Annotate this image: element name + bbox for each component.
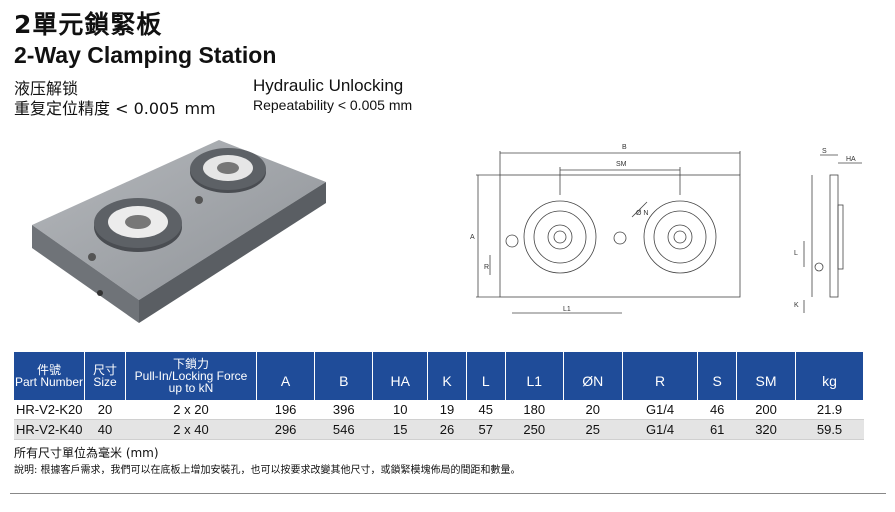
- dim-label-sm: SM: [616, 161, 627, 168]
- dim-label-l: L: [794, 250, 798, 257]
- header-a: A: [256, 352, 316, 400]
- header-en: up to kN: [168, 381, 214, 395]
- table-row: HR-V2-K20 20 2 x 20 196 396 10 19 45 180…: [14, 400, 864, 420]
- dim-label-s: S: [822, 148, 827, 155]
- dim-label-a: A: [470, 234, 475, 241]
- header-zh: 下鎖力: [172, 357, 209, 371]
- table-cell: 20: [563, 400, 623, 420]
- feature-repeatability-zh: 重复定位精度 < 0.005 mm: [14, 99, 216, 118]
- table-cell: 2 x 40: [125, 419, 257, 440]
- divider: [10, 493, 886, 494]
- header-zh: 尺寸: [92, 363, 117, 377]
- table-cell: G1/4: [622, 419, 698, 440]
- table-cell: 200: [736, 400, 796, 420]
- header-b: B: [314, 352, 374, 400]
- header-kg: kg: [795, 352, 864, 400]
- feature-repeatability-en: Repeatability < 0.005 mm: [253, 97, 413, 113]
- table-cell: 40: [84, 419, 126, 440]
- header-on: ØN: [563, 352, 623, 400]
- dim-label-r: R: [484, 264, 489, 271]
- header-ha: HA: [372, 352, 429, 400]
- table-cell: 45: [466, 400, 506, 420]
- header-en: Size: [93, 375, 117, 389]
- table-cell: 10: [372, 400, 428, 420]
- units-note: 所有尺寸單位為毫米 (mm): [14, 446, 159, 460]
- table-cell: 26: [427, 419, 467, 440]
- dim-label-b: B: [622, 144, 627, 151]
- table-cell: 2 x 20: [125, 400, 257, 420]
- table-cell: 25: [563, 419, 623, 440]
- dim-label-on: Ø N: [636, 210, 648, 217]
- table-cell: 46: [697, 400, 737, 420]
- header-en: Part Number: [14, 375, 84, 389]
- dim-label-ha: HA: [846, 156, 856, 163]
- table-cell: 19: [427, 400, 467, 420]
- header-sm: SM: [736, 352, 797, 400]
- header-l1: L1: [505, 352, 564, 400]
- description-note: 說明: 根據客戶需求，我們可以在底板上增加安裝孔，也可以按要求改變其他尺寸，或鎖…: [14, 465, 521, 476]
- page-title-chinese: 2單元鎖緊板: [14, 10, 163, 39]
- table-cell: 396: [314, 400, 373, 420]
- table-cell: 57: [466, 419, 506, 440]
- header-en: Pull-In/Locking Force: [134, 369, 248, 383]
- table-cell: 296: [256, 419, 315, 440]
- table-row: HR-V2-K40 40 2 x 40 296 546 15 26 57 250…: [14, 419, 864, 440]
- table-cell: 250: [505, 419, 564, 440]
- header-r: R: [622, 352, 699, 400]
- table-cell: 20: [84, 400, 126, 420]
- table-cell: 196: [256, 400, 315, 420]
- technical-drawing: B SM A R L1 Ø N S HA L K: [470, 144, 862, 314]
- table-cell: HR-V2-K40: [14, 419, 85, 440]
- table-cell: 546: [314, 419, 373, 440]
- header-k: K: [427, 352, 467, 400]
- table-cell: 320: [736, 419, 796, 440]
- table-cell: 59.5: [795, 419, 864, 440]
- header-s: S: [697, 352, 738, 400]
- page-title-english: 2-Way Clamping Station: [14, 42, 277, 68]
- table-cell: HR-V2-K20: [14, 400, 85, 420]
- table-cell: 180: [505, 400, 564, 420]
- feature-unlocking-zh: 液压解锁: [14, 79, 79, 98]
- feature-unlocking-en: Hydraulic Unlocking: [253, 76, 404, 95]
- product-photo: [32, 140, 326, 323]
- table-cell: G1/4: [622, 400, 698, 420]
- table-cell: 21.9: [795, 400, 864, 420]
- header-l: L: [466, 352, 506, 400]
- dim-label-k: K: [794, 302, 799, 309]
- dim-label-l1: L1: [563, 306, 571, 313]
- header-zh: 件號: [36, 363, 61, 377]
- table-cell: 61: [697, 419, 737, 440]
- table-cell: 15: [372, 419, 428, 440]
